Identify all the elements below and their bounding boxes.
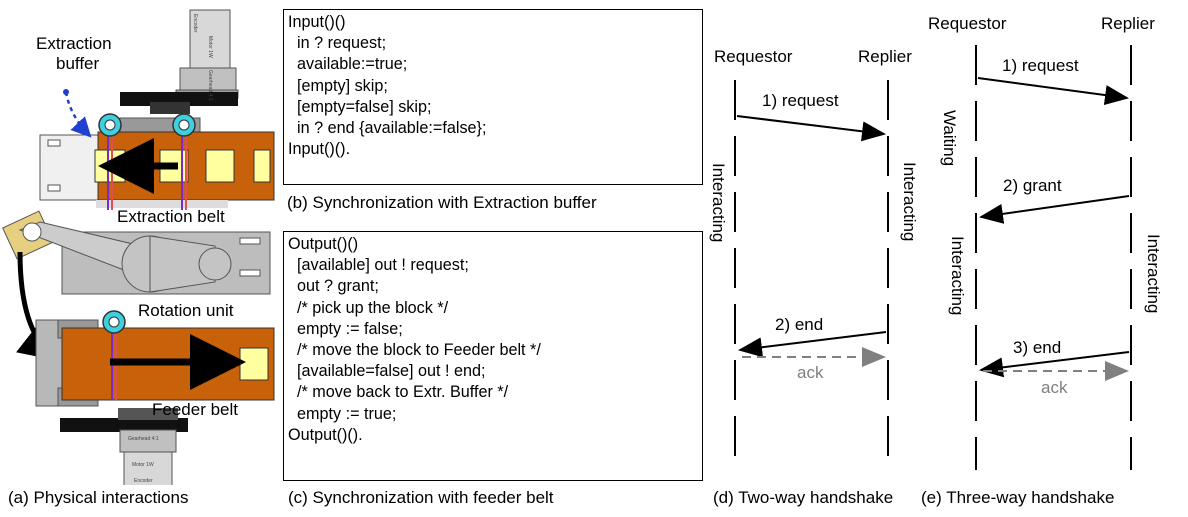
waiting-label-e: Waiting	[940, 110, 959, 167]
request-arrow-e	[977, 77, 1129, 105]
interacting-left-d: Interacting	[709, 163, 728, 243]
caption-d: (d) Two-way handshake	[713, 488, 894, 507]
ack-label-e: ack	[1041, 378, 1068, 397]
bottom-gearhead-text: Gearhead 4:1	[128, 436, 159, 442]
code-line: empty := true;	[288, 404, 397, 423]
code-line: empty := false;	[288, 319, 403, 338]
top-motor-text: Motor 1W	[207, 36, 213, 58]
grant-arrow-e	[979, 195, 1130, 224]
requestor-label-d: Requestor	[714, 47, 793, 66]
buffer-pointer-arrow	[64, 91, 92, 138]
extraction-buffer-label-line2: buffer	[56, 54, 100, 73]
code-line: /* move back to Extr. Buffer */	[288, 383, 509, 402]
rotation-unit	[2, 210, 271, 295]
bottom-encoder-text: Encoder	[134, 478, 153, 484]
code-line: [available=false] out ! end;	[288, 362, 486, 381]
code-line: [available] out ! request;	[288, 256, 469, 275]
interacting-left-e: Interacting	[948, 236, 967, 316]
caption-a: (a) Physical interactions	[8, 488, 189, 507]
code-line: /* pick up the block */	[288, 298, 449, 317]
caption-b: (b) Synchronization with Extraction buff…	[287, 193, 597, 212]
request-label-d: 1) request	[762, 91, 839, 110]
end-label-d: 2) end	[775, 315, 824, 334]
end-label-e: 3) end	[1013, 338, 1062, 357]
code-line: in ? request;	[288, 34, 387, 53]
request-label-e: 1) request	[1002, 56, 1079, 75]
code-line: [empty] skip;	[288, 76, 388, 95]
code-box-input: Input()() in ? request; available:=true;…	[283, 9, 703, 185]
bottom-motor	[60, 408, 188, 485]
code-box-output: Output()() [available] out ! request; ou…	[283, 231, 703, 481]
extraction-belt-label: Extraction belt	[117, 207, 225, 226]
ack-label-d: ack	[797, 363, 824, 382]
interacting-right-d: Interacting	[900, 162, 919, 242]
caption-e: (e) Three-way handshake	[921, 488, 1115, 507]
code-line: [empty=false] skip;	[288, 97, 432, 116]
grant-label-e: 2) grant	[1003, 176, 1062, 195]
code-line: Output()().	[288, 425, 363, 444]
rotation-unit-label: Rotation unit	[138, 301, 234, 320]
code-line: out ? grant;	[288, 277, 379, 296]
extraction-buffer-label-line1: Extraction	[36, 34, 112, 53]
replier-label-e: Replier	[1101, 14, 1155, 33]
code-line: available:=true;	[288, 55, 408, 74]
bottom-motor-text: Motor 1W	[132, 462, 154, 468]
code-line: Input()()	[288, 13, 346, 31]
request-arrow-d	[736, 115, 886, 142]
code-line: in ? end {available:=false};	[288, 119, 487, 138]
code-line: Output()()	[288, 235, 359, 253]
code-line: /* move the block to Feeder belt */	[288, 341, 541, 360]
code-line: Input()().	[288, 140, 351, 159]
extraction-belt	[94, 131, 275, 208]
extraction-buffer-label: Extraction buffer	[36, 34, 112, 74]
top-gearhead-text: Gearhead 4:1	[207, 70, 213, 101]
physical-interactions-drawing	[2, 9, 275, 485]
top-motor	[120, 9, 239, 114]
caption-c: (c) Synchronization with feeder belt	[288, 488, 554, 507]
extraction-rollers	[98, 113, 196, 210]
top-encoder-text: Encoder	[192, 14, 198, 33]
feeder-belt-label: Feeder belt	[152, 400, 238, 419]
requestor-label-e: Requestor	[928, 14, 1007, 33]
interacting-right-e: Interacting	[1144, 234, 1163, 314]
replier-label-d: Replier	[858, 47, 912, 66]
